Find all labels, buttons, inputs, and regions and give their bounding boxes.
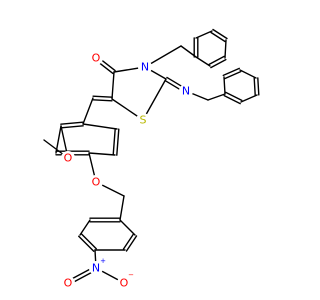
bond-line: [122, 233, 135, 250]
bond-line: [80, 233, 97, 250]
atom-symbol: O: [64, 277, 73, 290]
bond-line: [222, 67, 240, 77]
label-mask: [179, 84, 193, 98]
single-bond: [111, 71, 115, 100]
single-bond: [240, 94, 258, 103]
double-bond: [208, 55, 227, 69]
double-bond: [60, 121, 84, 129]
bond-line: [195, 56, 211, 67]
single-bond: [207, 93, 226, 101]
single-bond: [195, 30, 213, 39]
atom-charge: −: [128, 271, 134, 279]
bond-line: [55, 125, 62, 154]
atom-symbol: N: [141, 61, 149, 74]
double-bond: [210, 28, 228, 43]
label-mask: [138, 60, 152, 74]
single-bond: [82, 123, 118, 130]
atom-nitro-oxygen-left: O: [61, 276, 75, 290]
atom-symbol: S: [140, 114, 147, 127]
bond-line: [78, 235, 95, 252]
bond-line: [223, 94, 241, 105]
single-bond: [180, 45, 197, 58]
bond-line: [125, 235, 138, 252]
atom-charge: +: [100, 257, 106, 265]
bond-line: [225, 91, 243, 102]
atom-ring-nitrogen: N: [138, 60, 152, 74]
bond-line: [119, 219, 136, 236]
atom-symbol: O: [92, 176, 101, 189]
label-mask: [89, 261, 103, 275]
label-mask: [89, 51, 103, 65]
label-mask: [89, 175, 103, 189]
bond-line: [239, 69, 257, 79]
bond-line: [195, 30, 213, 39]
atom-symbol: O: [92, 52, 101, 65]
single-bond: [79, 219, 91, 236]
double-bond: [112, 128, 120, 156]
bond-line: [111, 71, 115, 100]
double-bond: [122, 233, 138, 252]
label-mask: [61, 151, 75, 165]
double-bond: [253, 77, 260, 96]
atom-carbonyl-oxygen: O: [89, 51, 103, 65]
bond-line: [92, 99, 113, 102]
single-bond: [88, 152, 116, 156]
bond-line: [116, 128, 120, 156]
atom-symbol: O: [64, 152, 73, 165]
bond-line: [207, 93, 226, 101]
single-bond: [239, 69, 257, 79]
bond-line: [92, 95, 113, 98]
single-bond: [224, 39, 227, 59]
bond-line: [253, 77, 256, 96]
atom-imine-nitrogen: N: [179, 84, 193, 98]
single-bond: [119, 195, 125, 221]
molecule-svg: O N S N O O N + O: [43, 28, 260, 290]
double-bond: [92, 95, 113, 102]
bond-line: [210, 31, 226, 43]
bond-line: [82, 123, 118, 130]
atom-nitro-nitrogen: N +: [89, 257, 106, 275]
bond-line: [240, 94, 258, 103]
bond-line: [60, 121, 84, 125]
label-mask: [136, 113, 150, 127]
bond-line: [82, 97, 94, 125]
bond-line: [257, 77, 260, 96]
atom-ether-oxygen: O: [89, 175, 103, 189]
single-bond: [195, 56, 211, 67]
structure-diagram: O N S N O O N + O: [43, 28, 260, 290]
bond-line: [224, 70, 242, 80]
double-bond: [223, 91, 243, 105]
atom-labels: O N S N O O N + O: [61, 51, 193, 290]
bond-line: [88, 152, 116, 156]
double-bond: [222, 67, 242, 80]
double-bond: [89, 217, 121, 223]
bond-line: [212, 28, 228, 40]
atom-symbol: N: [182, 85, 190, 98]
atom-ring-sulfur: S: [136, 113, 150, 127]
bond-line: [142, 78, 167, 121]
bond-line: [60, 125, 84, 129]
bond-line: [79, 219, 91, 236]
label-mask: [117, 276, 131, 290]
single-bond: [223, 76, 226, 95]
single-bond: [55, 125, 62, 154]
bond-line: [210, 58, 227, 69]
bond-line: [223, 76, 226, 95]
single-bond: [119, 219, 136, 236]
bond-line: [224, 39, 227, 59]
bond-line: [208, 55, 225, 66]
atom-symbol: O: [120, 277, 129, 290]
label-mask: [61, 276, 75, 290]
single-bond: [142, 78, 167, 121]
bond-line: [119, 195, 125, 221]
double-bond: [193, 37, 199, 58]
bond-line: [180, 45, 197, 58]
atom-symbol: N: [92, 262, 100, 275]
atom-nitro-oxygen-right: O −: [117, 271, 134, 290]
atom-methoxy-oxygen: O: [61, 151, 75, 165]
double-bond: [78, 233, 97, 252]
single-bond: [82, 97, 94, 125]
bond-line: [112, 128, 116, 156]
